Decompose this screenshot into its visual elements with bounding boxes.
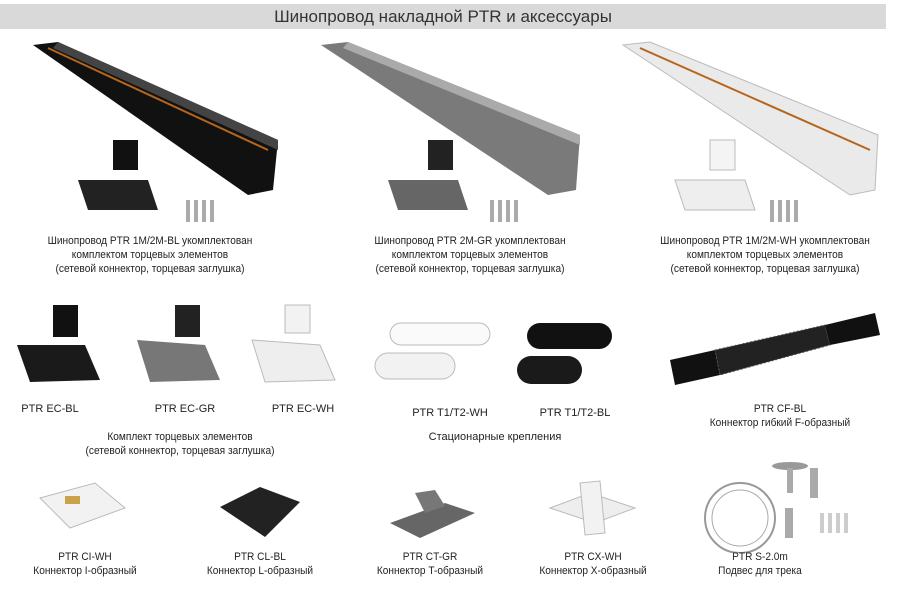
end-cap-black-image [17,305,100,382]
caption-line: комплектом торцевых элементов [391,249,549,261]
caption-line: Шинопровод PTR 2M-GR укомплектован [374,235,566,247]
rail-grey-caption: Шинопровод PTR 2M-GR укомплектован компле… [332,234,608,276]
flex-connector-caption: PTR CF-BL Коннектор гибкий F-образный [670,402,891,430]
product-code: PTR S-2.0m [732,551,788,563]
rail-grey-image [321,42,580,222]
end-caps-caption: Комплект торцевых элементов (сетевой конн… [42,430,318,458]
connector-t-caption: PTR CT-GR Коннектор T-образный [352,550,508,578]
caption-line: (сетевой коннектор, торцевая заглушка) [375,263,565,275]
connector-i-image [39,482,126,529]
connector-l-caption: PTR CL-BL Коннектор L-образный [182,550,338,578]
rail-black-caption: Шинопровод PTR 1M/2M-BL укомплектован ком… [12,234,288,276]
suspension-kit-image [704,462,848,553]
caption-line: Шинопровод PTR 1M/2M-WH укомплектован [660,235,870,247]
product-code: PTR CF-BL [753,403,807,415]
caption-line: (сетевой коннектор, торцевая заглушка) [85,445,275,457]
end-cap-white-image [251,304,336,383]
rail-white-image [621,41,879,222]
rail-white-caption: Шинопровод PTR 1M/2M-WH укомплектован ком… [627,234,900,276]
caption-line: (сетевой коннектор, торцевая заглушка) [670,263,860,275]
end-cap-white-label: PTR EC-WH [271,403,335,415]
caption-line: (сетевой коннектор, торцевая заглушка) [55,263,245,275]
connector-x-image [548,480,637,536]
rail-black-image [33,42,278,222]
product-name: Коннектор I-образный [33,565,137,577]
caption-line: Шинопровод PTR 1M/2M-BL укомплектован [47,235,253,247]
product-name: Коннектор X-образный [539,565,647,577]
caption-line: комплектом торцевых элементов [71,249,229,261]
product-name: Коннектор L-образный [206,565,314,577]
end-cap-grey-label: PTR EC-GR [154,403,216,415]
caption-line: Комплект торцевых элементов [107,431,253,443]
product-code: PTR CL-BL [234,551,286,563]
product-name: Подвес для трека [718,565,802,577]
flex-connector-image [670,313,880,385]
mount-white-image [374,322,491,380]
caption-line: комплектом торцевых элементов [686,249,844,261]
product-code: PTR CT-GR [402,551,458,563]
end-cap-grey-image [137,305,220,382]
connector-i-caption: PTR CI-WH Коннектор I-образный [7,550,163,578]
product-code: PTR CX-WH [564,551,622,563]
connector-x-caption: PTR CX-WH Коннектор X-образный [515,550,671,578]
product-name: Коннектор гибкий F-образный [709,417,851,429]
mount-white-label: PTR T1/T2-WH [412,407,488,419]
mount-black-label: PTR T1/T2-BL [539,407,611,419]
end-cap-black-label: PTR EC-BL [21,403,79,415]
product-code: PTR CI-WH [58,551,112,563]
mount-black-image [517,323,612,384]
product-name: Коннектор T-образный [376,565,484,577]
connector-t-image [390,490,475,538]
connector-l-image [220,487,300,537]
mounts-caption: Стационарные крепления [428,431,562,443]
page-title: Шинопровод накладной PTR и аксессуары [0,4,886,29]
